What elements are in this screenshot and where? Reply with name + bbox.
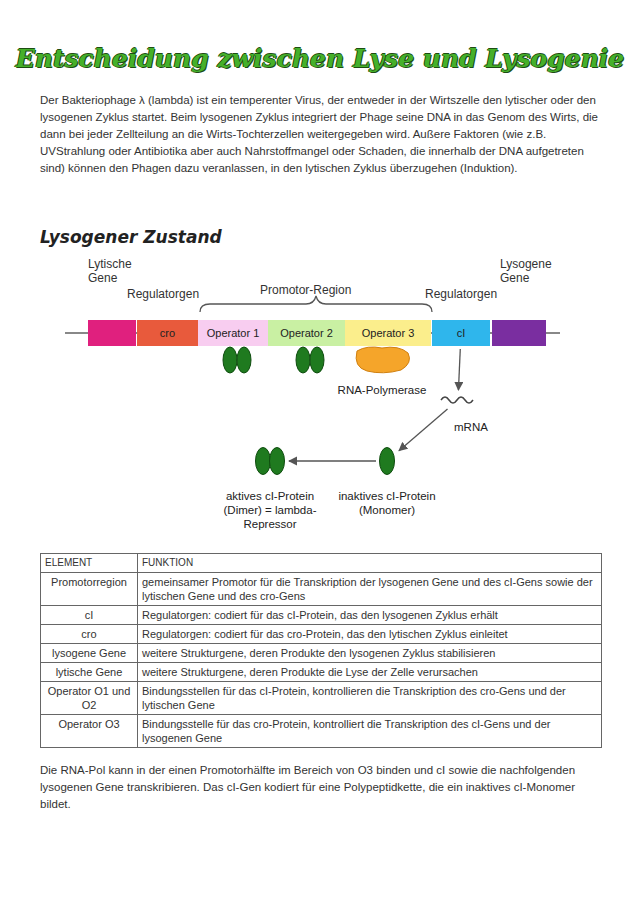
table-body: ELEMENTFUNKTIONPromotorregiongemeinsamer…	[41, 554, 602, 748]
table-row: Operator O3Bindungsstelle für das cro-Pr…	[41, 715, 602, 748]
table-row: cIRegulatorgen: codiert für das cI-Prote…	[41, 606, 602, 625]
gene-label: Regulatorgen	[425, 287, 505, 301]
table-header: FUNKTION	[138, 554, 602, 573]
mono-shape	[379, 447, 395, 475]
table-cell: lytische Gene	[41, 663, 138, 682]
intro-paragraph: Der Bakteriophage λ (lambda) ist ein tem…	[40, 92, 602, 177]
table-row: lytische Geneweitere Strukturgene, deren…	[41, 663, 602, 682]
dimer-shape	[255, 447, 285, 475]
ci-gene-segment: cI	[432, 320, 490, 346]
gene-label: Lysogene Gene	[500, 257, 560, 285]
lytic-genes-segment	[88, 320, 136, 346]
table-row: ELEMENTFUNKTION	[41, 554, 602, 573]
table-cell: lysogene Gene	[41, 644, 138, 663]
table-row: Operator O1 und O2Bindungsstellen für da…	[41, 682, 602, 715]
table-cell: cI	[41, 606, 138, 625]
node-text: Operator 1	[207, 327, 260, 339]
node-text: Operator 3	[362, 327, 415, 339]
node-text: cI	[457, 327, 466, 339]
node-text: inaktives cI-Protein (Monomer)	[332, 489, 442, 517]
cro-gene-segment: cro	[137, 320, 198, 346]
mrna-strand: mRNA	[440, 394, 476, 406]
table-cell: Bindungsstellen für das cI-Protein, kont…	[138, 682, 602, 715]
table-header: ELEMENT	[41, 554, 138, 573]
wave-shape	[440, 394, 476, 406]
table-cell: weitere Strukturgene, deren Produkte die…	[138, 663, 602, 682]
ci-dimer: aktives cI-Protein (Dimer) = lambda-Repr…	[255, 447, 285, 475]
arrow-connector	[289, 460, 376, 461]
table-row: Promotorregiongemeinsamer Promotor für d…	[41, 573, 602, 606]
pol-shape	[353, 345, 411, 373]
gene-label: Regulatorgen	[127, 287, 207, 301]
table-row: lysogene Geneweitere Strukturgene, deren…	[41, 644, 602, 663]
node-text: mRNA	[454, 420, 488, 434]
gene-label: Promotor-Region	[260, 283, 370, 297]
promoter-brace	[200, 296, 432, 312]
table-cell: weitere Strukturgene, deren Produkte den…	[138, 644, 602, 663]
arrow-connector	[399, 409, 448, 451]
section-heading: Lysogener Zustand	[40, 227, 222, 247]
ci-monomer: inaktives cI-Protein (Monomer)	[379, 447, 395, 475]
gene-label: Lytische Gene	[88, 257, 144, 285]
arrow-connector	[458, 349, 460, 390]
table-cell: gemeinsamer Promotor für die Transkripti…	[138, 573, 602, 606]
table-cell: Operator O3	[41, 715, 138, 748]
table-cell: Regulatorgen: codiert für das cro-Protei…	[138, 625, 602, 644]
table-cell: Bindungsstelle für das cro-Protein, kont…	[138, 715, 602, 748]
operator-segment: Operator 1	[198, 320, 268, 346]
repressor-dimers	[223, 347, 324, 373]
table-cell: Regulatorgen: codiert für das cI-Protein…	[138, 606, 602, 625]
table-wrap: ELEMENTFUNKTIONPromotorregiongemeinsamer…	[40, 553, 602, 813]
node-text: Operator 2	[280, 327, 333, 339]
table-row: croRegulatorgen: codiert für das cro-Pro…	[41, 625, 602, 644]
node-text: cro	[160, 327, 175, 339]
rna-polymerase: RNA-Polymerase	[353, 345, 411, 373]
closing-paragraph: Die RNA-Pol kann in der einen Promotorhä…	[40, 762, 602, 813]
operator-segment: Operator 2	[268, 320, 345, 346]
node-text: aktives cI-Protein (Dimer) = lambda-Repr…	[208, 489, 332, 531]
function-table: ELEMENTFUNKTIONPromotorregiongemeinsamer…	[40, 553, 602, 748]
table-cell: cro	[41, 625, 138, 644]
node-text: RNA-Polymerase	[322, 383, 442, 397]
table-cell: Operator O1 und O2	[41, 682, 138, 715]
table-cell: Promotorregion	[41, 573, 138, 606]
operator-segment: Operator 3	[345, 320, 431, 346]
lysogenic-genes-segment	[492, 320, 546, 346]
page-title: Entscheidung zwischen Lyse und Lysogenie	[0, 44, 640, 73]
